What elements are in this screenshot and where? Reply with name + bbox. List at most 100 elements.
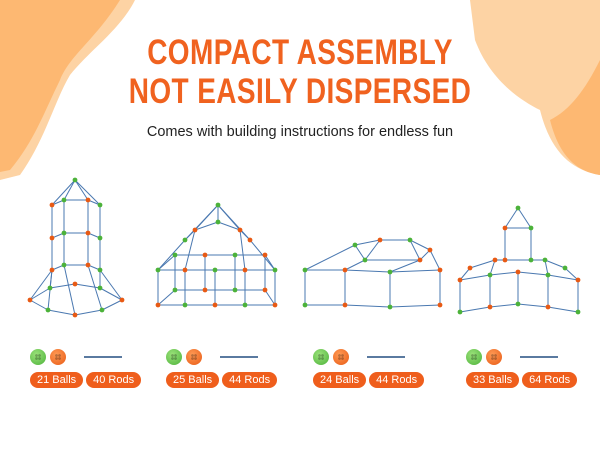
rod [389, 269, 441, 273]
headline-line-1: COMPACT ASSEMBLY [147, 33, 453, 72]
connector-ball [457, 277, 463, 283]
connector-ball [515, 205, 521, 211]
connector-ball [302, 302, 308, 308]
connector-ball [545, 304, 551, 310]
rod [157, 289, 176, 306]
connector-ball [85, 197, 91, 203]
rod [544, 259, 566, 269]
connector-ball [437, 267, 443, 273]
headline-line-2: NOT EASILY DISPERSED [128, 72, 472, 111]
rod [239, 229, 246, 271]
connector-ball [417, 257, 423, 263]
rod [184, 229, 196, 271]
connector-ball [61, 262, 67, 268]
rod [469, 259, 496, 269]
connector-ball [155, 267, 161, 273]
green-ball-icon [30, 349, 46, 365]
connector-ball [232, 252, 238, 258]
rod [47, 309, 76, 316]
connector-ball [182, 237, 188, 243]
rod [354, 244, 366, 261]
decorative-blob-left [0, 0, 135, 180]
connector-ball [562, 265, 568, 271]
connector-ball [545, 272, 551, 278]
balls-count-badge: 24 Balls [313, 372, 367, 388]
connector-ball [61, 230, 67, 236]
connector-ball [172, 252, 178, 258]
connector-ball [542, 257, 548, 263]
connector-ball [99, 307, 105, 313]
rod [264, 289, 276, 306]
rod [63, 179, 76, 201]
connector-ball [97, 285, 103, 291]
connector-ball [575, 277, 581, 283]
rod [29, 287, 51, 301]
decorative-blob-right [470, 0, 600, 175]
connector-ball [97, 235, 103, 241]
connector-ball [247, 237, 253, 243]
connector-ball [192, 227, 198, 233]
rod [49, 269, 53, 289]
connector-ball [182, 267, 188, 273]
rods-count-badge: 44 Rods [222, 372, 278, 388]
rod [459, 274, 491, 281]
orange-ball-icon [50, 349, 66, 365]
rod [157, 239, 186, 271]
rod [344, 304, 391, 308]
connector-ball [242, 302, 248, 308]
rod [99, 287, 123, 301]
connector-ball [72, 281, 78, 287]
subtitle: Comes with building instructions for end… [146, 124, 454, 140]
rod [489, 271, 519, 276]
connector-ball [155, 302, 161, 308]
balls-count-badge: 25 Balls [166, 372, 220, 388]
rod [29, 299, 49, 311]
orange-ball-icon [186, 349, 202, 365]
connector-ball [437, 302, 443, 308]
rods-count-badge: 44 Rods [369, 372, 425, 388]
rod-icon [367, 356, 405, 358]
rods-count-badge: 64 Rods [522, 372, 578, 388]
connector-ball [502, 225, 508, 231]
rod [564, 267, 579, 281]
connector-ball [85, 230, 91, 236]
connector-ball [407, 237, 413, 243]
rod-icon [520, 356, 558, 358]
connector-ball [352, 242, 358, 248]
connector-ball [342, 302, 348, 308]
rod [544, 259, 549, 276]
connector-ball [262, 287, 268, 293]
rod [74, 179, 101, 206]
connector-ball [45, 307, 51, 313]
connector-ball [212, 302, 218, 308]
rod [49, 283, 76, 289]
rod [344, 259, 366, 271]
connector-ball [515, 301, 521, 307]
rod [517, 303, 549, 308]
rod [459, 306, 491, 313]
connector-ball [49, 267, 55, 273]
rod [51, 179, 76, 206]
rod [99, 269, 123, 301]
connector-ball [172, 287, 178, 293]
rod [489, 259, 496, 276]
rod [547, 274, 579, 281]
rod [389, 259, 421, 273]
connector-ball [502, 257, 508, 263]
rod [344, 269, 391, 273]
rod [101, 299, 123, 311]
connector-ball [212, 267, 218, 273]
connector-ball [515, 269, 521, 275]
rod [459, 267, 471, 281]
connector-ball [61, 197, 67, 203]
connector-ball [492, 257, 498, 263]
connector-ball [27, 297, 33, 303]
rod [63, 264, 76, 316]
connector-ball [272, 302, 278, 308]
connector-ball [97, 267, 103, 273]
rod [29, 269, 53, 301]
connector-ball [49, 202, 55, 208]
connector-ball [202, 287, 208, 293]
